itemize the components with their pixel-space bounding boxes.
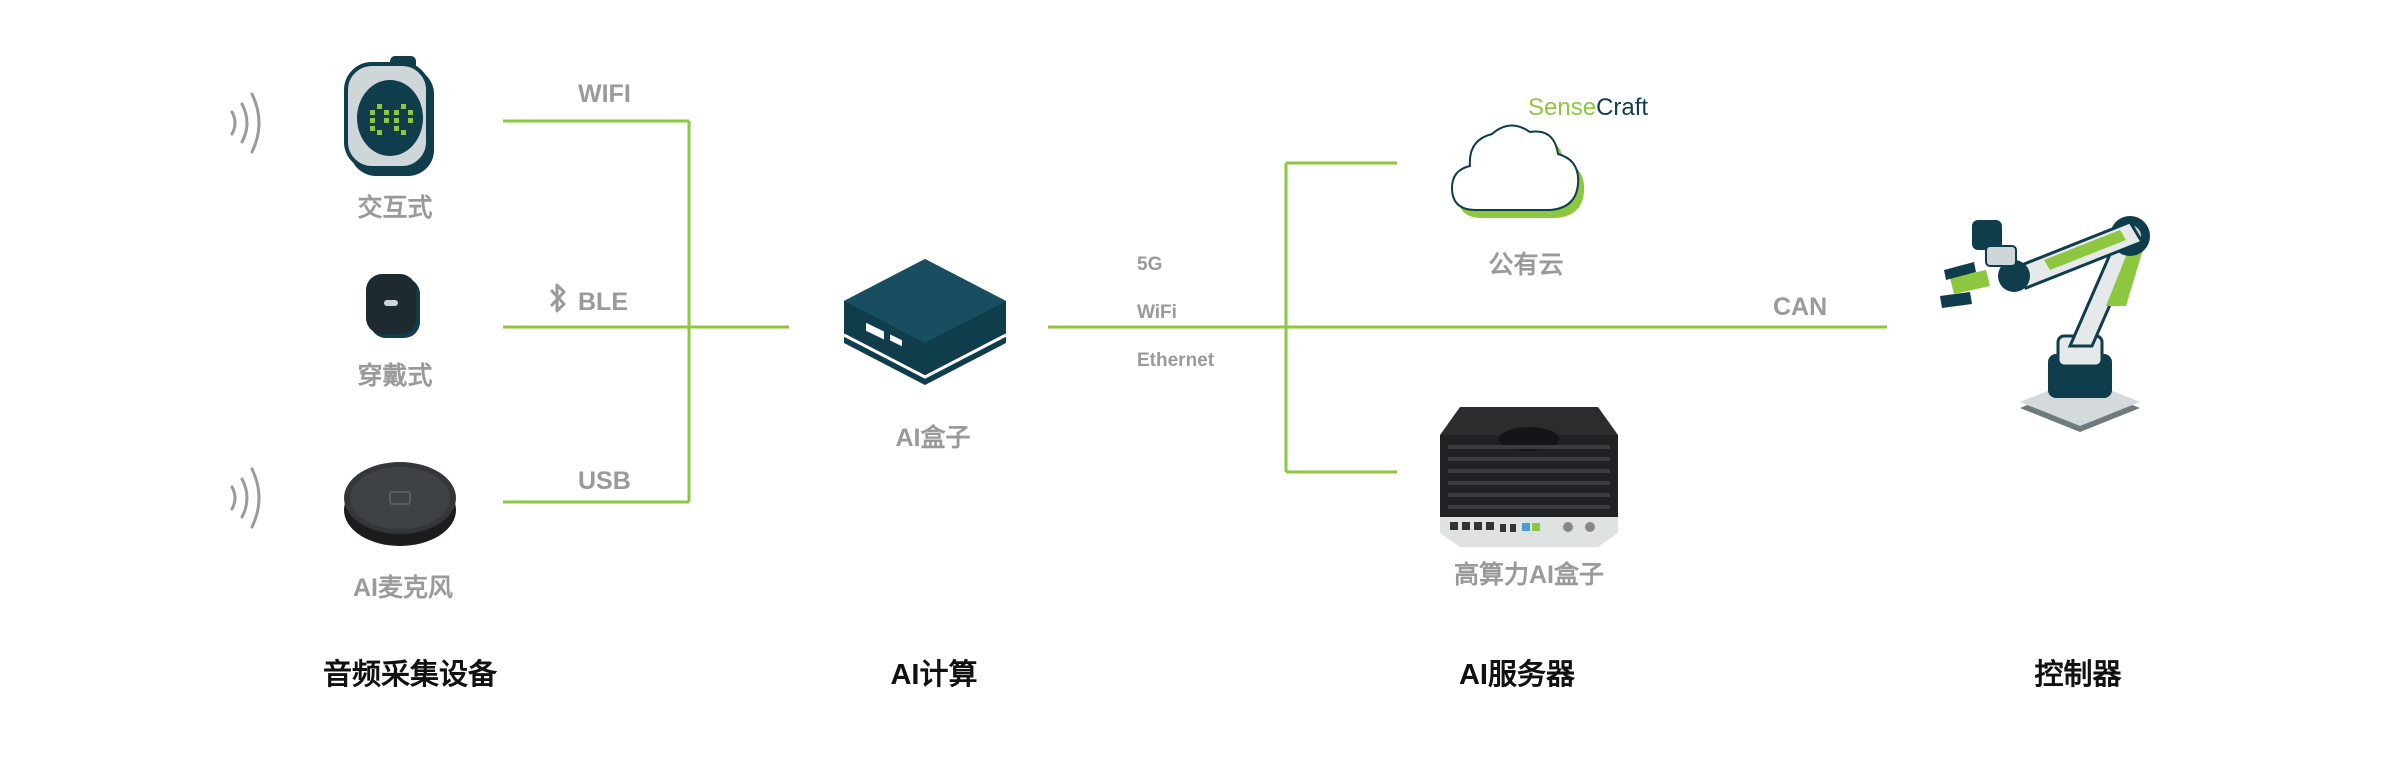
interactive-device-label: 交互式 bbox=[357, 194, 433, 222]
sound-wave-icon bbox=[230, 92, 261, 154]
microphone-icon bbox=[344, 462, 456, 546]
usb-link-label: USB bbox=[578, 467, 631, 495]
cloud-icon bbox=[1450, 124, 1585, 218]
public-cloud-label: 公有云 bbox=[1488, 251, 1564, 279]
high-compute-box-icon bbox=[1440, 407, 1618, 547]
category-controller: 控制器 bbox=[2034, 659, 2122, 691]
sensecraft-sense-text: Sense bbox=[1528, 94, 1597, 121]
network-5g-label: 5G bbox=[1137, 254, 1163, 275]
wifi-link-label: WIFI bbox=[578, 80, 631, 108]
wearable-device-label: 穿戴式 bbox=[357, 362, 433, 390]
wearable-device-icon bbox=[366, 274, 420, 338]
ble-link-label: BLE bbox=[578, 288, 628, 316]
high-compute-box-label: 高算力AI盒子 bbox=[1453, 561, 1605, 589]
mic-device-label: AI麦克风 bbox=[352, 574, 454, 602]
sensecraft-craft-text: Craft bbox=[1596, 94, 1649, 121]
ai-box-label: AI盒子 bbox=[895, 424, 971, 452]
robot-arm-icon bbox=[1940, 216, 2150, 432]
network-ethernet-label: Ethernet bbox=[1137, 350, 1215, 371]
sound-wave-icon bbox=[230, 467, 261, 529]
bluetooth-icon bbox=[549, 283, 566, 313]
network-wifi-label: WiFi bbox=[1137, 302, 1177, 323]
category-server: AI服务器 bbox=[1458, 659, 1576, 691]
ai-box-icon bbox=[843, 259, 1007, 385]
category-compute: AI计算 bbox=[890, 659, 978, 691]
interactive-device-icon bbox=[344, 56, 434, 176]
can-link-label: CAN bbox=[1773, 293, 1828, 321]
sensecraft-logo: SenseCraft bbox=[1528, 94, 1648, 122]
category-audio: 音频采集设备 bbox=[322, 659, 498, 691]
